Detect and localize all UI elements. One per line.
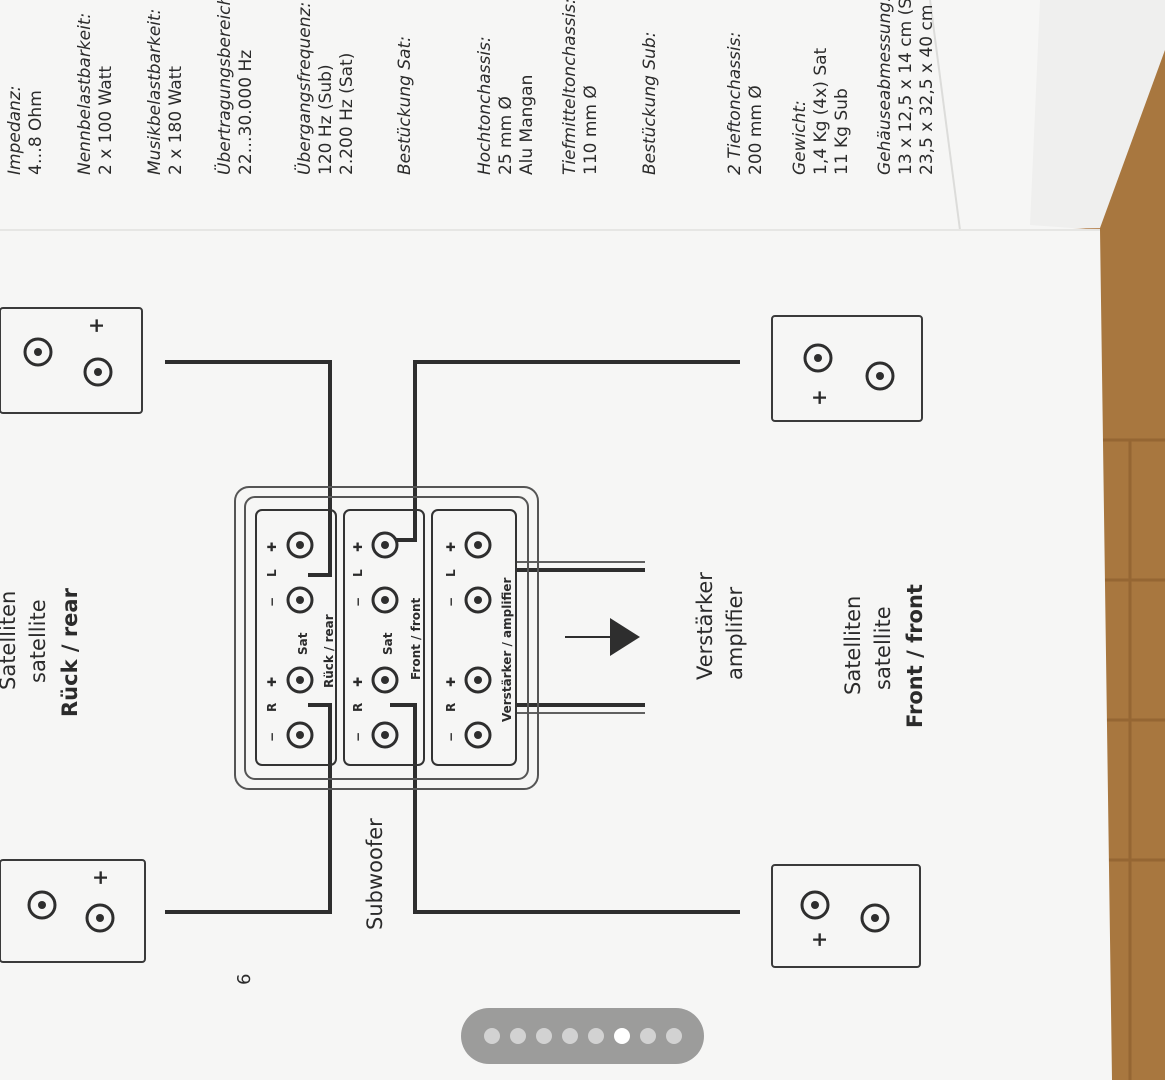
spec-label: Übertragungsbereich: [213, 0, 235, 175]
spec-label: Tiefmitteltonchassis: [560, 0, 580, 175]
carousel-dot[interactable] [535, 1028, 552, 1044]
spec-value: 25 mm Ø [496, 96, 516, 175]
spec-label: Gehäuseabmessung: [875, 0, 895, 175]
spec-value2: 11 Kg Sub [832, 88, 852, 175]
front-satellite-label-3: Front / front [903, 584, 927, 728]
spec-label: Gewicht: [790, 100, 810, 175]
speaker-plus: + [807, 389, 831, 406]
minus-sign: − [444, 732, 458, 742]
speaker-plus: + [807, 931, 831, 948]
carousel-dot[interactable] [665, 1028, 682, 1044]
minus-sign: − [265, 597, 279, 607]
amplifier-label-2: amplifier [723, 587, 747, 680]
rear-satellite-label-1: Satelliten [0, 591, 20, 690]
left-sign: L [444, 569, 458, 577]
spec-label: Musikbelastbarkeit: [145, 9, 165, 175]
spec-value: 2 x 100 Watt [96, 66, 116, 175]
spec-label: Impedanz: [5, 86, 25, 175]
minus-sign: − [444, 597, 458, 607]
subwoofer-label: Subwoofer [363, 818, 387, 930]
spec-label: 2 Tieftonchassis: [725, 32, 745, 175]
left-sign: L [351, 569, 365, 577]
spec-label: Nennbelastbarkeit: [75, 13, 95, 175]
spec-value2: 23,5 x 32,5 x 40 cm [917, 5, 937, 175]
carousel-dot[interactable] [587, 1028, 604, 1044]
panel-rear-caption: Rück / rear [322, 614, 336, 688]
panel-rear-sat: Sat [296, 632, 310, 655]
spec-value: 2 x 180 Watt [166, 66, 186, 175]
amplifier-label-1: Verstärker [693, 572, 717, 680]
spec-value2: 2.200 Hz (Sat) [337, 53, 357, 175]
spec-value: 120 Hz (Sub) [316, 64, 336, 175]
carousel-dot[interactable] [509, 1028, 526, 1044]
spec-label: Bestückung Sat: [395, 36, 415, 175]
front-satellite-label-2: satellite [871, 606, 895, 690]
carousel-dot-active[interactable] [613, 1028, 630, 1044]
spec-value: 22…30.000 Hz [236, 50, 256, 175]
rear-left-speaker [0, 859, 146, 963]
spec-value: 1,4 Kg (4x) Sat [811, 47, 831, 175]
panel-front-caption: Front / front [409, 597, 423, 680]
spec-value: 110 mm Ø [581, 85, 601, 175]
right-sign: R [351, 703, 365, 712]
left-sign: L [265, 569, 279, 577]
right-sign: R [444, 703, 458, 712]
spec-label: Hochtonchassis: [475, 36, 495, 175]
rear-satellite-label-2: satellite [26, 599, 50, 683]
rear-right-speaker [0, 307, 143, 414]
plus-sign: ✚ [351, 677, 365, 687]
spec-value: 200 mm Ø [746, 85, 766, 175]
spec-sheet: Impedanz:4…8 Ohm Nennbelastbarkeit:2 x 10… [5, 0, 937, 175]
plus-sign: ✚ [351, 542, 365, 552]
front-satellite-label-1: Satelliten [841, 596, 865, 695]
front-right-speaker [771, 315, 923, 422]
speaker-plus: + [84, 317, 108, 334]
carousel-dot[interactable] [561, 1028, 578, 1044]
speaker-plus: + [88, 869, 112, 886]
spec-label: Übergangsfrequenz: [293, 2, 315, 175]
panel-front-sat: Sat [381, 632, 395, 655]
image-carousel-indicator[interactable] [461, 1008, 704, 1064]
plus-sign: ✚ [265, 542, 279, 552]
spec-value2: Alu Mangan [517, 75, 537, 175]
carousel-dot[interactable] [483, 1028, 500, 1044]
minus-sign: − [351, 597, 365, 607]
right-sign: R [265, 703, 279, 712]
plus-sign: ✚ [265, 677, 279, 687]
spec-label: Bestückung Sub: [640, 32, 660, 175]
panel-amp-caption: Verstärker / amplifier [500, 578, 514, 722]
plus-sign: ✚ [444, 677, 458, 687]
subwoofer-panel [234, 486, 539, 790]
minus-sign: − [265, 732, 279, 742]
page-number: 6 [234, 974, 255, 985]
spec-value: 13 x 12,5 x 14 cm (Sat) [896, 0, 916, 175]
carousel-dot[interactable] [639, 1028, 656, 1044]
front-left-speaker [771, 864, 921, 968]
minus-sign: − [351, 732, 365, 742]
rear-satellite-label-3: Rück / rear [58, 587, 82, 717]
plus-sign: ✚ [444, 542, 458, 552]
spec-value: 4…8 Ohm [26, 90, 46, 175]
